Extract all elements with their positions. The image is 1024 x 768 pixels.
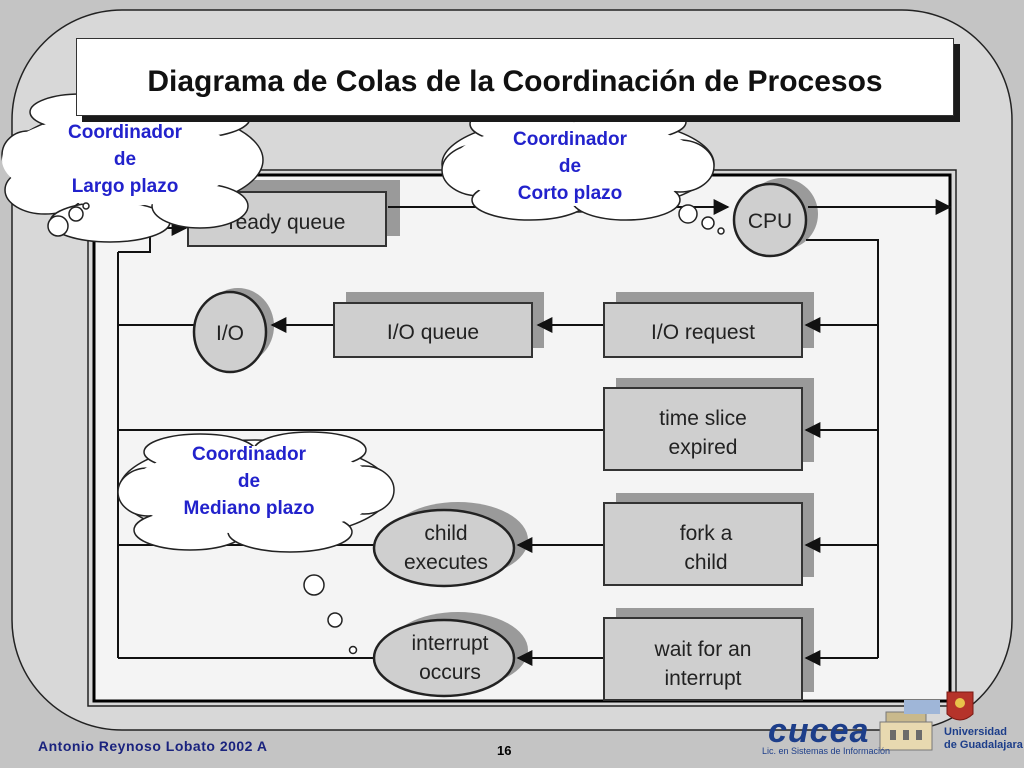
university-name: Universidad de Guadalajara bbox=[944, 726, 1023, 752]
time-slice-label-1: time slice bbox=[659, 407, 747, 430]
bubble-mediano-line-2: de bbox=[238, 471, 260, 492]
footer-author: Antonio Reynoso Lobato 2002 A bbox=[38, 738, 268, 754]
cloud-mediano-plazo bbox=[117, 431, 395, 655]
udg-shield-icon bbox=[946, 691, 974, 721]
boxes bbox=[187, 191, 803, 701]
io-request-label: I/O request bbox=[651, 321, 755, 344]
building-logo-icon bbox=[879, 700, 940, 751]
time-slice-label-2: expired bbox=[669, 436, 738, 459]
bubble-corto-line-3: Corto plazo bbox=[518, 183, 623, 204]
wait-interrupt-box bbox=[603, 617, 803, 701]
io-queue-label: I/O queue bbox=[387, 321, 479, 344]
fork-label-1: fork a bbox=[680, 522, 733, 545]
wait-label-2: interrupt bbox=[664, 667, 741, 690]
cpu-label: CPU bbox=[748, 210, 792, 233]
ellipses bbox=[192, 182, 808, 698]
ready-queue-label: ready queue bbox=[229, 211, 346, 234]
cucea-logo: cucea bbox=[768, 712, 870, 750]
fork-label-2: child bbox=[684, 551, 727, 574]
bubble-corto-line-2: de bbox=[559, 156, 581, 177]
title-box: Diagrama de Colas de la Coordinación de … bbox=[76, 38, 954, 116]
io-queue-box bbox=[333, 302, 533, 358]
wait-label-1: wait for an bbox=[654, 638, 752, 661]
time-slice-box bbox=[603, 387, 803, 471]
bubble-largo-line-2: de bbox=[114, 149, 136, 170]
io-node bbox=[192, 290, 268, 374]
university-line-2: de Guadalajara bbox=[944, 739, 1023, 751]
cucea-subtitle: Lic. en Sistemas de Información bbox=[762, 746, 891, 756]
fork-child-box bbox=[603, 502, 803, 586]
cpu-node bbox=[732, 182, 808, 258]
interrupt-occurs-label-1: interrupt bbox=[411, 632, 488, 655]
bubble-mediano-line-1: Coordinador bbox=[192, 444, 307, 465]
cloud-corto-plazo bbox=[441, 103, 725, 235]
child-executes-label-1: child bbox=[424, 522, 467, 545]
interrupt-occurs-node bbox=[372, 618, 516, 698]
university-line-1: Universidad bbox=[944, 726, 1007, 738]
interrupt-occurs-label-2: occurs bbox=[419, 661, 481, 684]
page-number: 16 bbox=[497, 743, 512, 758]
bubble-largo-line-3: Largo plazo bbox=[72, 176, 179, 197]
bubble-largo-line-1: Coordinador bbox=[68, 122, 183, 143]
io-label: I/O bbox=[216, 322, 244, 345]
child-executes-node bbox=[372, 508, 516, 588]
page-title: Diagrama de Colas de la Coordinación de … bbox=[147, 65, 883, 98]
io-request-box bbox=[603, 302, 803, 358]
bubble-corto-line-1: Coordinador bbox=[513, 129, 628, 150]
child-executes-label-2: executes bbox=[404, 551, 488, 574]
bubble-mediano-line-3: Mediano plazo bbox=[184, 498, 315, 519]
